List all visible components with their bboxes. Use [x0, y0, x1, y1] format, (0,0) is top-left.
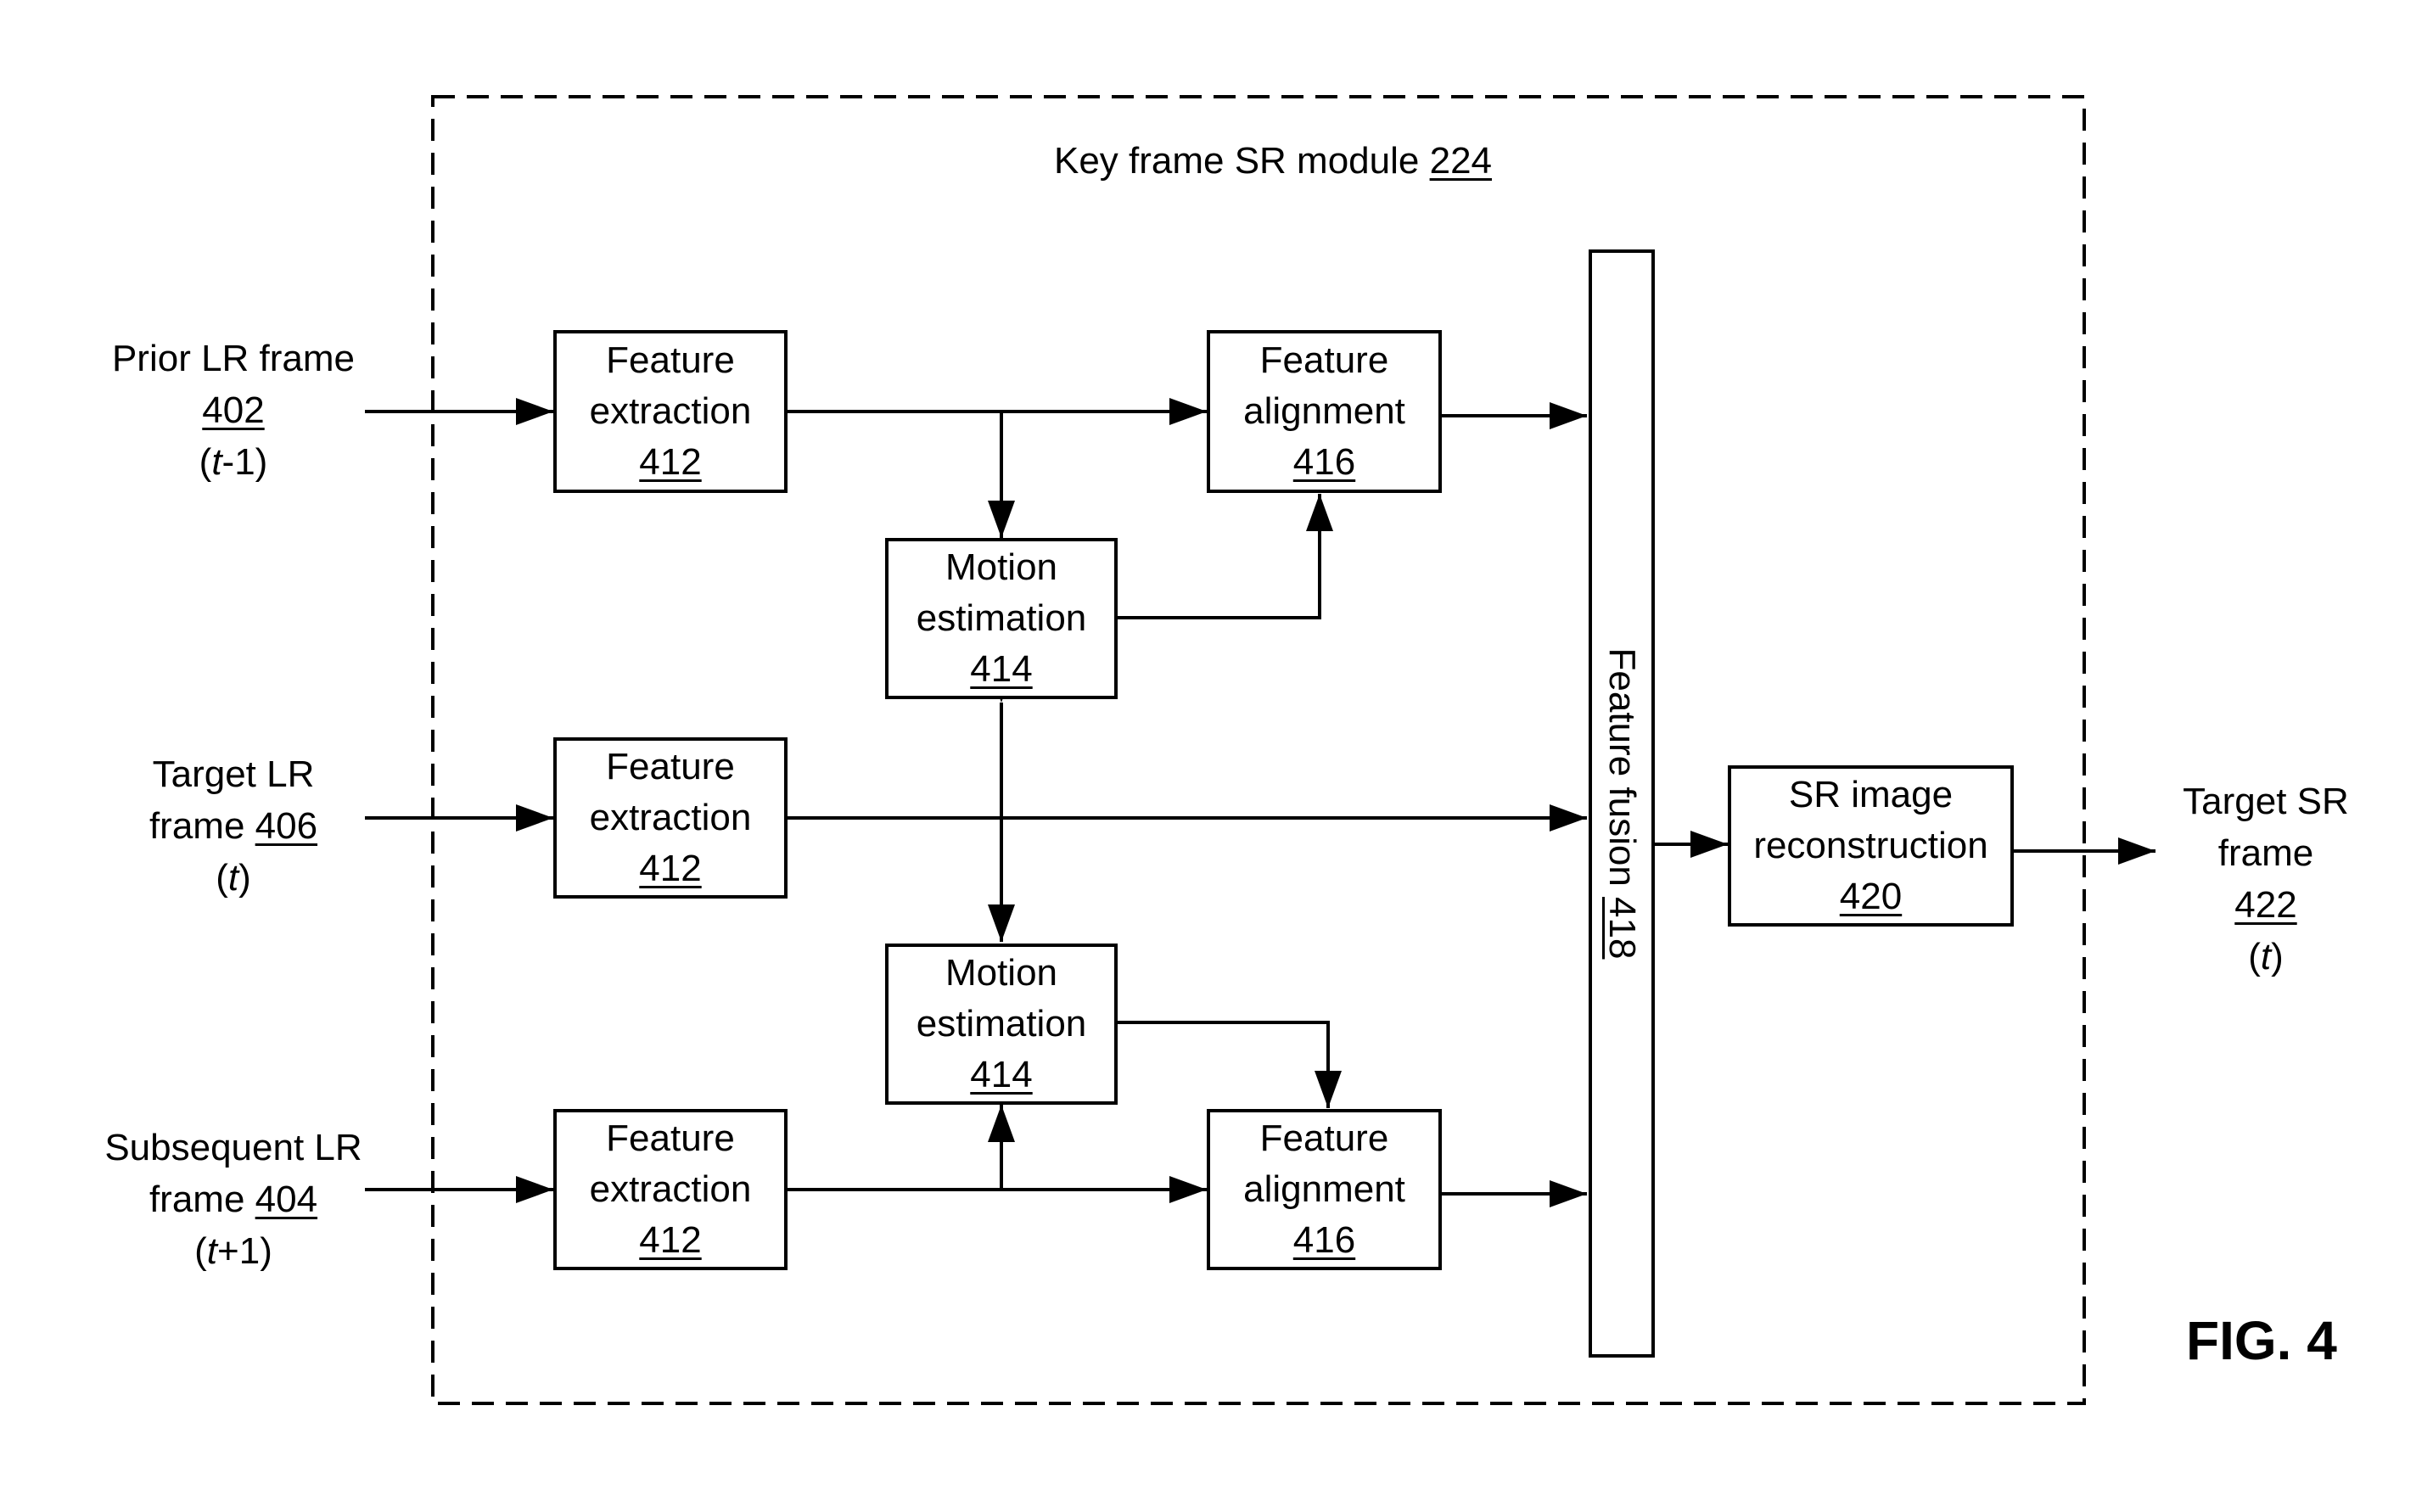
input-target-label: Target LR frame 406 (t)	[149, 753, 318, 899]
motion-estimation-block-prior: Motion estimation 414	[885, 538, 1118, 699]
feature-extraction-block-target: Feature extraction 412	[553, 737, 788, 899]
arrow-motion-top-to-alignment-top	[1117, 494, 1333, 619]
feature-alignment-block-prior: Feature alignment 416	[1207, 330, 1442, 493]
arrow-motion-bottom-to-alignment-bottom	[1117, 1021, 1342, 1108]
feature-alignment-block-subsequent: Feature alignment 416	[1207, 1109, 1442, 1270]
input-subsequent-label: Subsequent LR frame 404 (t+1)	[104, 1127, 362, 1272]
feature-fusion-block	[1589, 249, 1655, 1358]
feature-fusion-label: Feature fusion 418	[1601, 647, 1643, 960]
motion-estimation-block-subsequent: Motion estimation 414	[885, 944, 1118, 1105]
figure-label: FIG. 4	[2186, 1310, 2337, 1371]
input-prior-label: Prior LR frame 402 (t-1)	[111, 338, 356, 483]
sr-reconstruction-block: SR image reconstruction 420	[1728, 765, 2014, 927]
module-boundary	[431, 95, 2086, 1405]
module-title: Key frame SR module 224	[1053, 140, 1493, 182]
feature-extraction-block-prior: Feature extraction 412	[553, 330, 788, 493]
output-target-sr-label: Target SR frame 422 (t)	[2183, 781, 2349, 977]
feature-extraction-block-subsequent: Feature extraction 412	[553, 1109, 788, 1270]
